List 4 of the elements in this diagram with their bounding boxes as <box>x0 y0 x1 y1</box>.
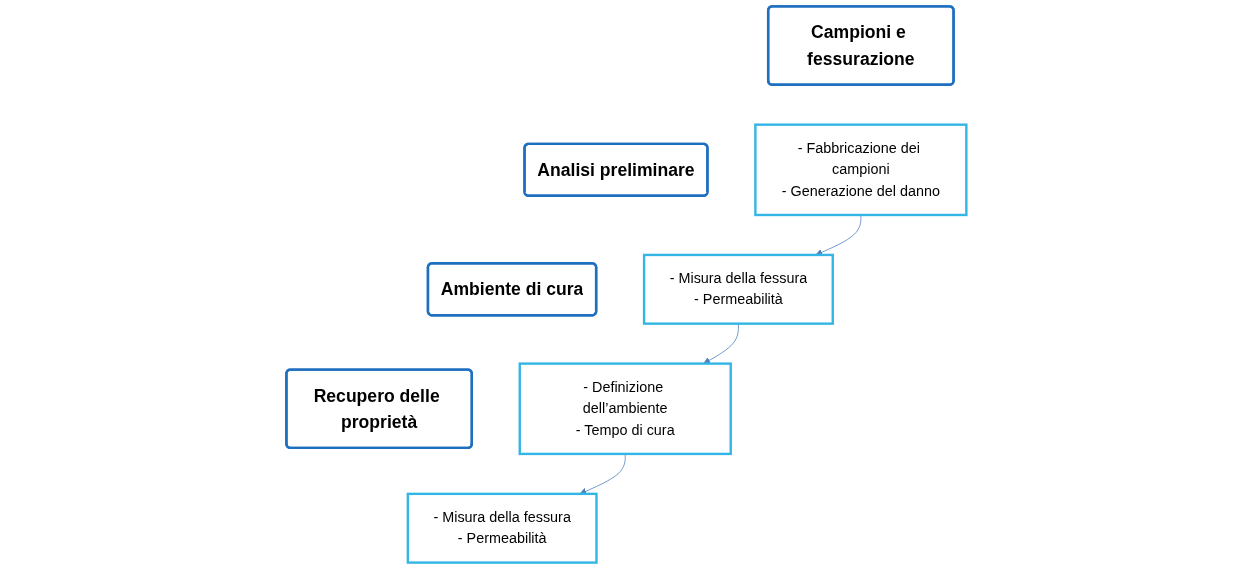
node-box: - Definizione dell’ambiente - Tempo di cura <box>518 362 733 456</box>
node-box: - Misura della fessura - Permeabilità <box>643 253 835 325</box>
node-box: - Fabbricazione dei campioni - Generazione del danno <box>754 123 968 217</box>
node-box: - Misura della fessura - Permeabilità <box>406 492 598 564</box>
